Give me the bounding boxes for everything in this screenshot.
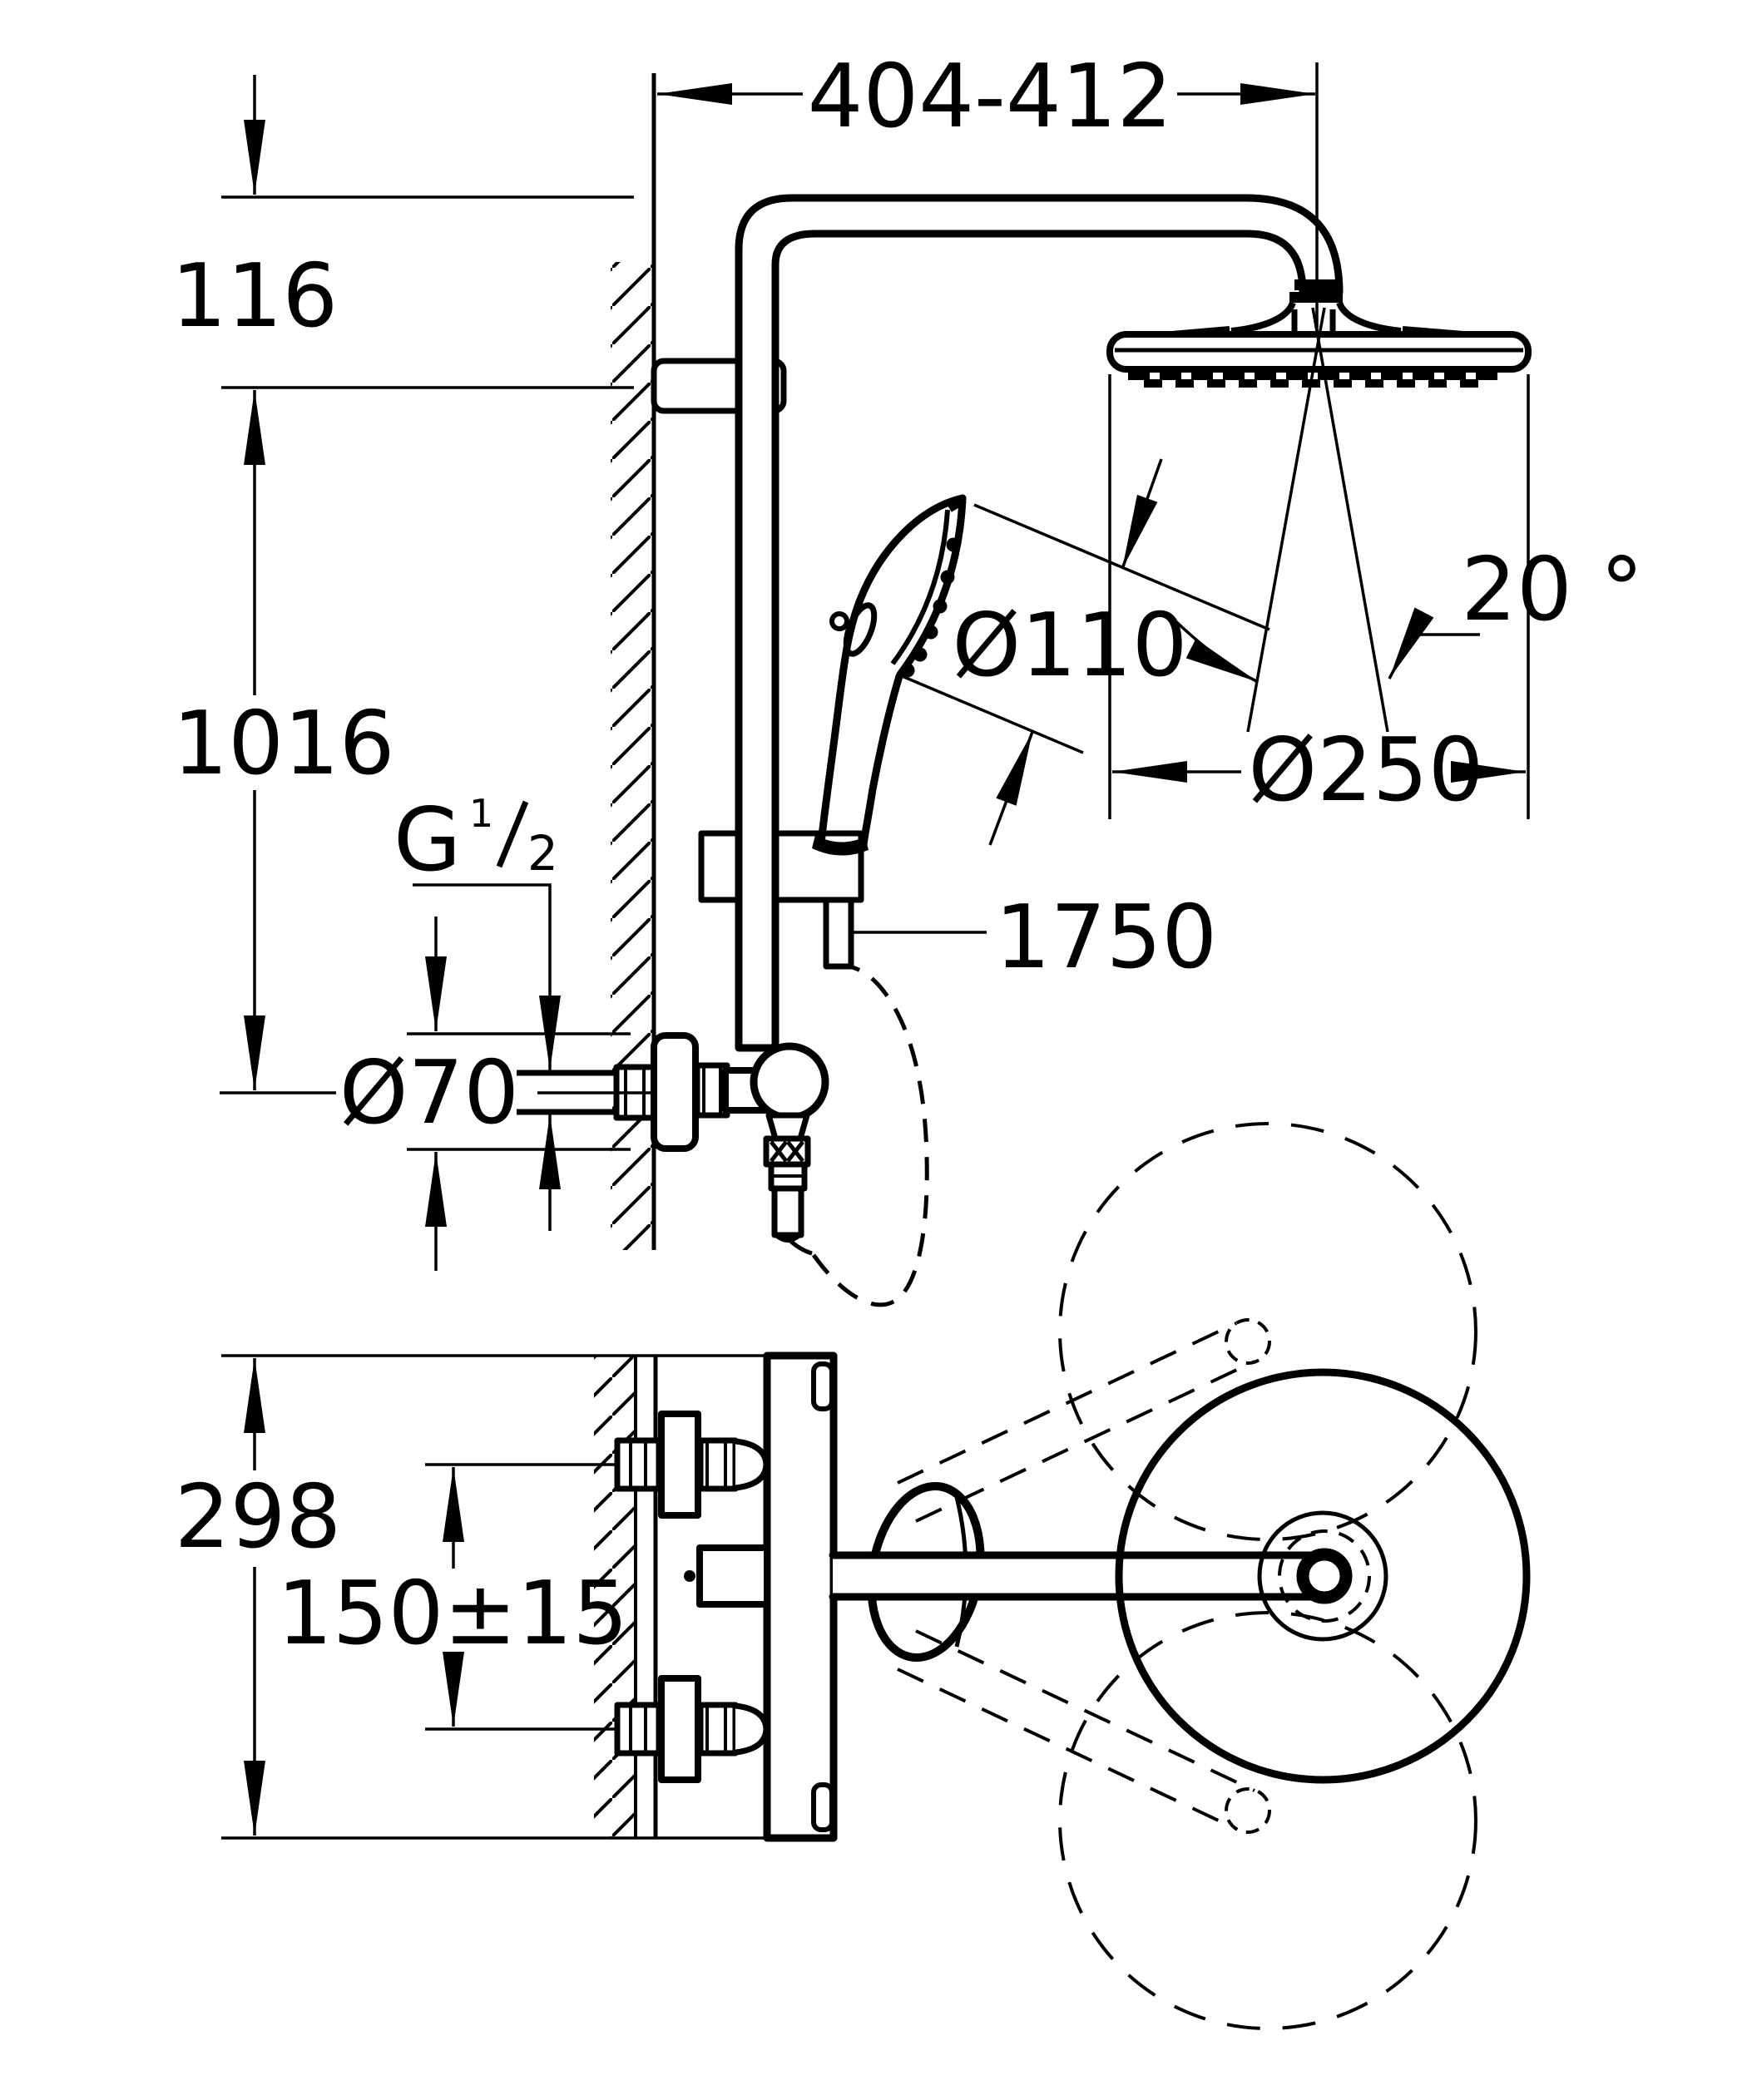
dim-hose-length: 1750 (995, 887, 1217, 988)
thread-letter: G (393, 789, 461, 891)
dim-thread-size: G 1 2 (393, 789, 558, 891)
dimension-annotations: 404-412 116 1016 G 1 2 Ø70 Ø110 1750 20 … (171, 46, 1644, 1840)
dim-escutcheon-dia: Ø70 (339, 1042, 519, 1144)
dim-head-drop: 116 (171, 245, 338, 347)
body-clip-bottom (811, 1782, 834, 1832)
shower-hose-dashed-loop (811, 963, 929, 1307)
dim-inlet-spacing: 150±15 (277, 1563, 628, 1664)
front-view (517, 73, 1532, 1307)
spray-cone-line-right (1311, 307, 1389, 733)
thread-denominator: 2 (527, 825, 558, 882)
supply-nipple-top (614, 1411, 770, 1519)
valve-ball-joint (750, 1042, 829, 1256)
fraction-slash (496, 800, 529, 868)
hose-fitting (823, 897, 854, 970)
dim-riser-height: 1016 (172, 693, 394, 794)
plan-wall-hatching (594, 1356, 637, 1838)
plan-valve-body (763, 1351, 838, 1842)
body-clip-top (811, 1361, 834, 1411)
dim-handshower-dia: Ø110 (952, 595, 1187, 696)
hand-shower (812, 494, 967, 856)
swivel-range-dashed (897, 1122, 1477, 2030)
bracket-screw (684, 1570, 695, 1582)
plan-view (594, 1122, 1531, 2030)
dim-headshower-dia: Ø250 (1248, 719, 1483, 821)
spray-mode-button (843, 602, 878, 657)
spray-cone-line-left (1246, 307, 1326, 733)
dim-top-span: 404-412 (808, 46, 1173, 147)
dim-body-depth: 298 (175, 1466, 341, 1568)
dim-spray-angle: 20 ° (1461, 539, 1644, 640)
plan-rail-bracket (696, 1544, 770, 1608)
thread-numerator: 1 (469, 791, 493, 836)
head-shower (1106, 279, 1532, 733)
shower-rail-and-arm-pipe (735, 194, 1344, 1052)
supply-nipple-bottom (614, 1675, 770, 1783)
thread-leader (413, 883, 561, 1070)
plan-head-shower (1115, 1368, 1531, 1784)
valve-escutcheon (651, 1032, 699, 1152)
